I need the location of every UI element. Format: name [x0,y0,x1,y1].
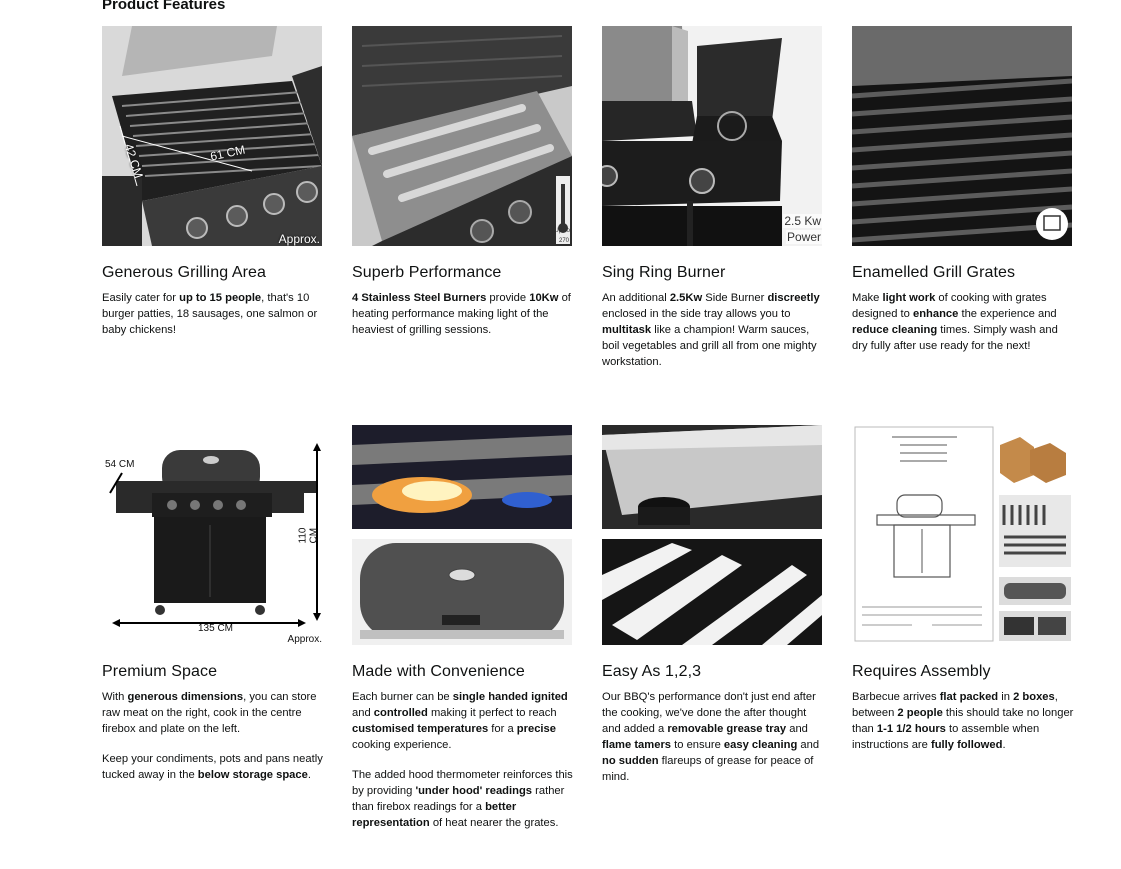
feature-title: Enamelled Grill Grates [852,264,1016,281]
dimensions-image[interactable]: 54 CM 110 CM 135 CM Approx. [102,425,322,645]
feature-body: Easily cater for up to 15 people, that's… [102,292,318,336]
emphasis-text: 4 Stainless Steel Burners [352,292,487,304]
emphasis-text: flat packed [939,691,999,703]
emphasis-text: flame tamers [602,739,672,751]
emphasis-text: 2 people [897,707,943,719]
emphasis-text: fully followed [930,739,1003,751]
feature-card-side-burner: 2.5 Kw Power Sing Ring Burner An additio… [602,26,824,370]
emphasis-text: 2 boxes [1013,691,1055,703]
emphasis-text: below storage space [197,769,308,781]
depth-dimension: 54 CM [105,459,135,470]
feature-title: Superb Performance [352,264,502,281]
feature-card-assembly: Requires Assembly Barbecue arrives flat … [852,425,1074,753]
emphasis-text: enhance [912,308,959,320]
feature-title: Made with Convenience [352,663,525,680]
emphasis-text: 'under hood' readings [415,785,533,797]
feature-body: With generous dimensions, you can store … [102,689,324,783]
emphasis-text: precise [516,723,556,735]
flame-hood-image[interactable] [352,425,572,645]
emphasis-text: no sudden [602,755,659,767]
emphasis-text: easy cleaning [723,739,798,751]
feature-body: Barbecue arrives flat packed in 2 boxes,… [852,691,1074,751]
feature-card-easy-clean: Easy As 1,2,3 Our BBQ's performance don'… [602,425,824,785]
feature-body: Each burner can be single handed ignited… [352,689,574,831]
feature-title: Sing Ring Burner [602,264,726,281]
side-burner-image[interactable]: 2.5 Kw Power [602,26,822,246]
feature-card-performance: Up To 270 Superb Performance 4 Stainless… [352,26,574,338]
height-dimension: 110 CM [297,527,320,544]
emphasis-text: up to 15 people [179,292,262,304]
burners-image[interactable]: Up To 270 [352,26,572,246]
emphasis-text: single handed ignited [452,691,568,703]
emphasis-text: customised temperatures [352,723,489,735]
feature-title: Premium Space [102,663,218,680]
emphasis-text: 10Kw [529,292,559,304]
upto-label: Up To [554,228,570,234]
approx-label: Approx. [287,634,322,645]
feature-body: An additional 2.5Kw Side Burner discreet… [602,292,820,368]
assembly-image[interactable] [852,425,1072,645]
approx-label: Approx. [278,232,320,246]
grease-tray-image[interactable] [602,425,822,645]
emphasis-text: light work [882,292,936,304]
kw-label: 2.5 Kw [783,214,822,228]
feature-body: Our BBQ's performance don't just end aft… [602,691,820,783]
feature-card-premium-space: 54 CM 110 CM 135 CM Approx. Premium Spac… [102,425,324,783]
feature-card-convenience: Made with Convenience Each burner can be… [352,425,574,831]
emphasis-text: 2.5Kw [669,292,703,304]
grates-image[interactable] [852,26,1072,246]
emphasis-text: controlled [373,707,428,719]
emphasis-text: generous dimensions [127,691,244,703]
feature-title: Requires Assembly [852,663,991,680]
emphasis-text: better representation [352,801,517,829]
emphasis-text: removable grease tray [667,723,787,735]
feature-paragraph: Keep your condiments, pots and pans neat… [102,753,323,781]
feature-title: Generous Grilling Area [102,264,267,281]
feature-body: Make light work of cooking with grates d… [852,292,1058,352]
feature-paragraph: With generous dimensions, you can store … [102,691,317,735]
feature-card-grates: Enamelled Grill Grates Make light work o… [852,26,1074,354]
feature-body: 4 Stainless Steel Burners provide 10Kw o… [352,292,571,336]
emphasis-text: reduce cleaning [852,324,938,336]
emphasis-text: discreetly [767,292,820,304]
width-dimension: 135 CM [198,623,234,634]
feature-paragraph: Each burner can be single handed ignited… [352,691,568,751]
emphasis-text: 1-1 1/2 hours [876,723,946,735]
temp-label: 270 [558,238,569,244]
emphasis-text: multitask [602,324,652,336]
feature-title: Easy As 1,2,3 [602,663,702,680]
power-label: Power [785,230,822,244]
page-title: Product Features [102,0,226,13]
feature-paragraph: The added hood thermometer reinforces th… [352,769,573,829]
feature-card-grilling-area: 61 CM 42 CM Approx. Generous Grilling Ar… [102,26,324,338]
grill-area-image[interactable]: 61 CM 42 CM Approx. [102,26,322,246]
